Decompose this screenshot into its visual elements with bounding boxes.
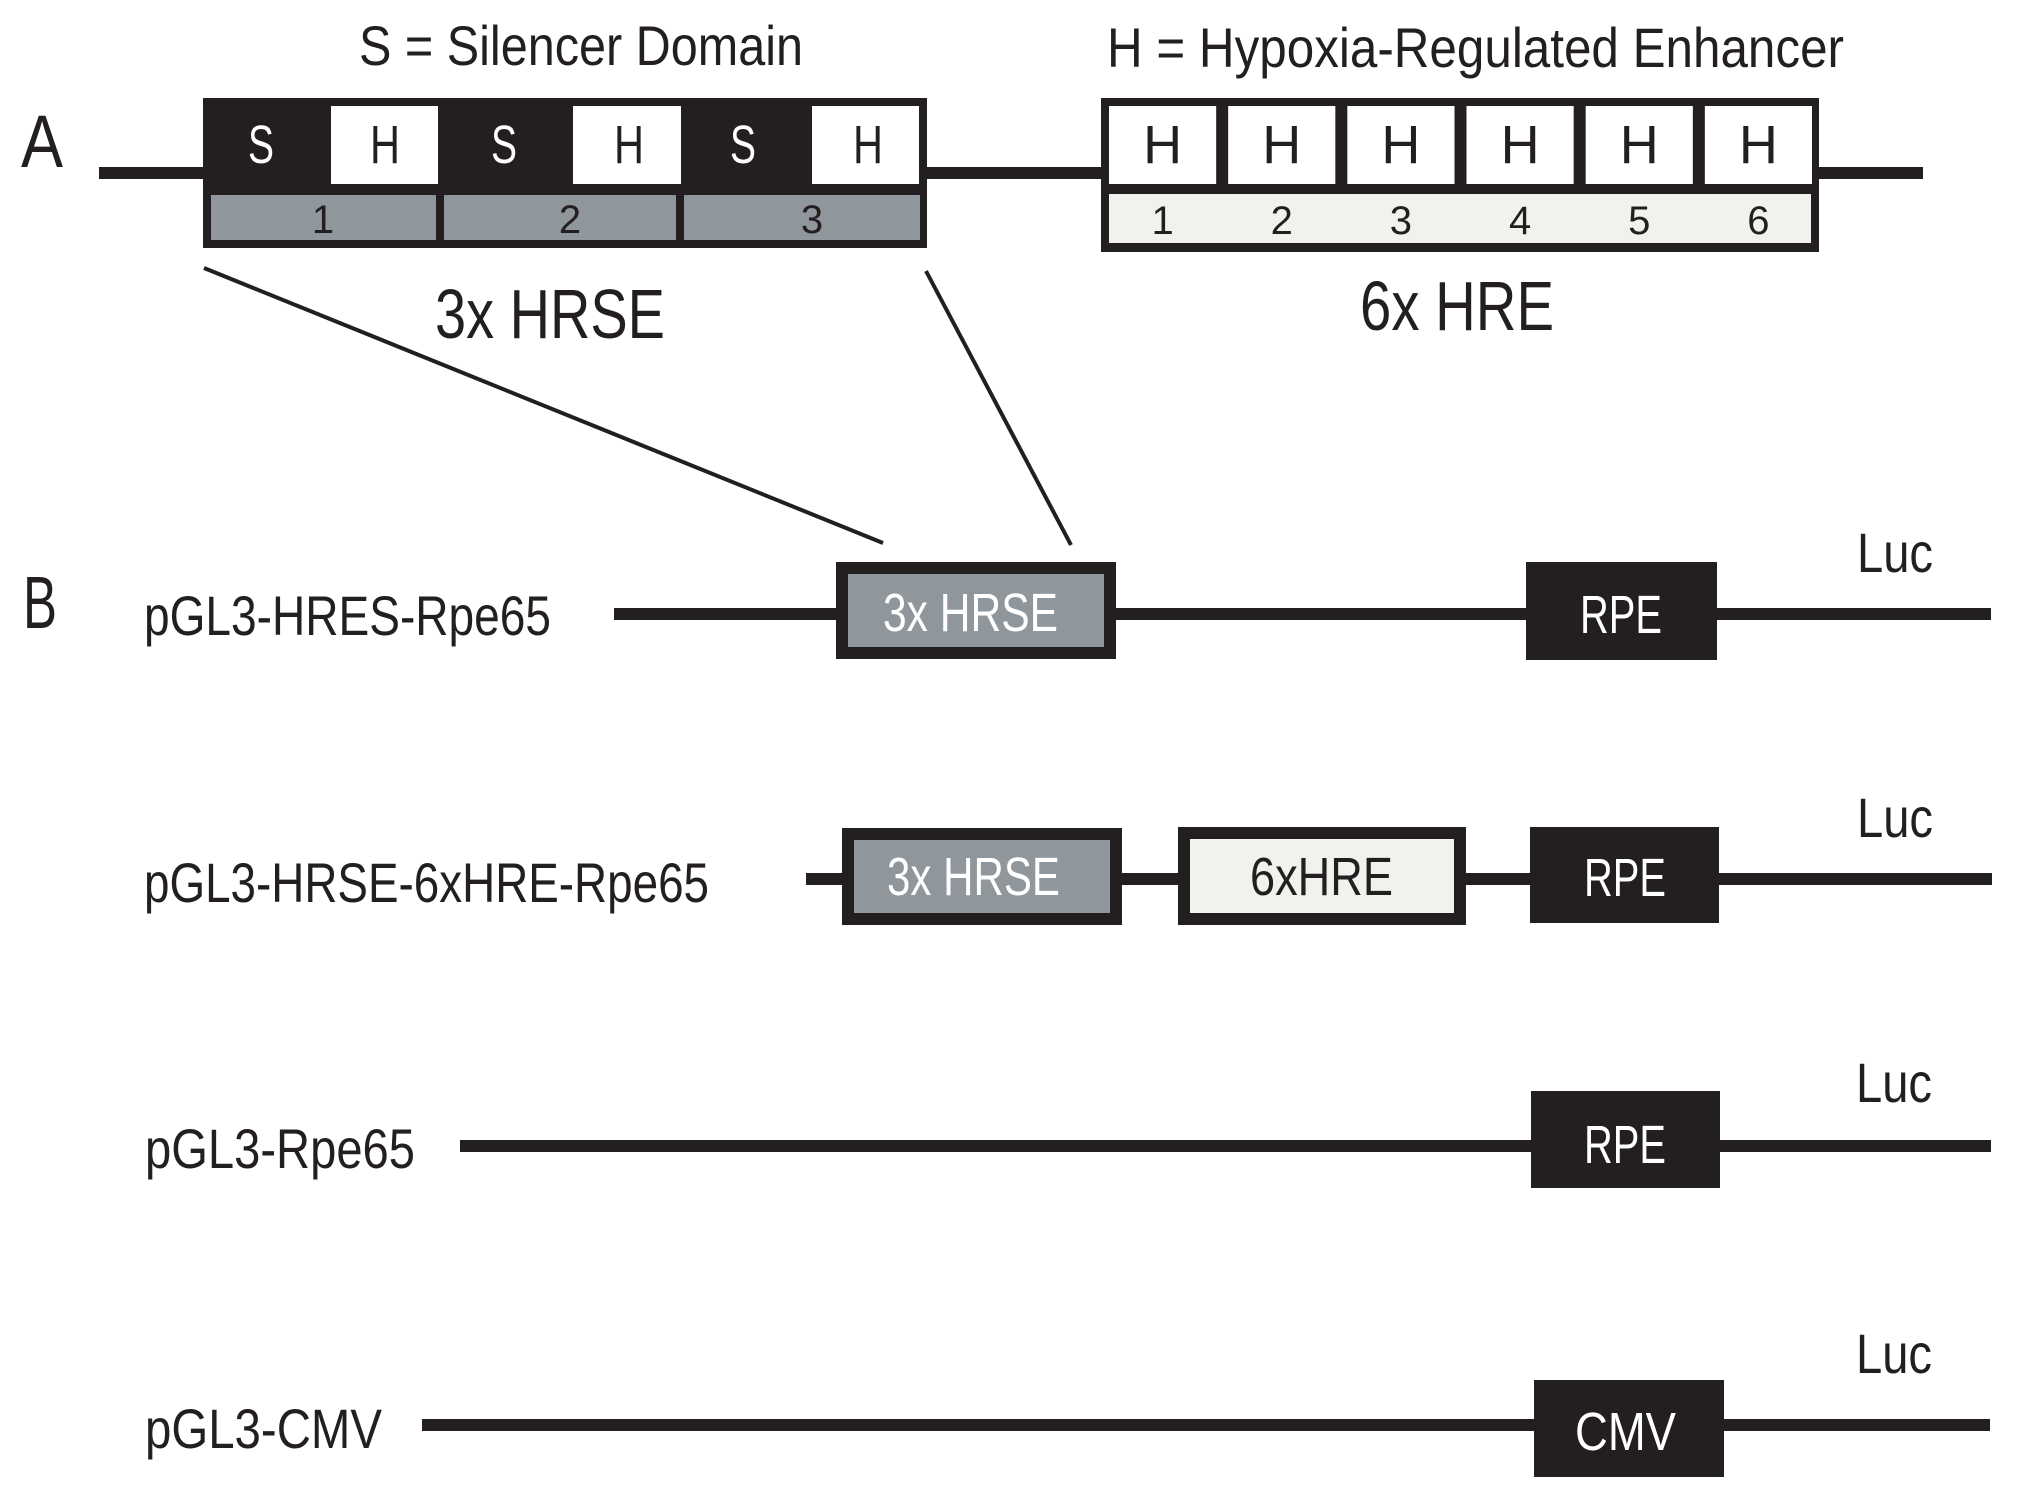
enhancer-cell [1109, 106, 1217, 184]
rpe-promoter-label: RPE [1584, 1115, 1666, 1175]
hrse-element-box [842, 828, 1122, 925]
hre-number: 6 [1747, 199, 1769, 243]
legend-enhancer: H = Hypoxia-Regulated Enhancer [1107, 16, 1844, 79]
enhancer-label: H [853, 115, 883, 175]
enhancer-label: H [1262, 115, 1301, 175]
luc-reporter-label: Luc [1857, 521, 1933, 584]
construct-name: pGL3-Rpe65 [145, 1117, 415, 1180]
hre-number: 5 [1628, 199, 1650, 243]
enhancer-cell [812, 106, 919, 184]
luc-reporter-label: Luc [1856, 1051, 1932, 1114]
enhancer-label: H [1501, 115, 1540, 175]
hre-element-box [1178, 827, 1466, 925]
legend-silencer: S = Silencer Domain [359, 14, 803, 77]
hre-detail-box: H 1 H 2 H 3 H 4 H 5 H 6 [1101, 98, 1819, 252]
panel-b: B pGL3-HRES-Rpe65 3x HRSE RPE Luc pGL3-H… [23, 521, 1992, 1477]
panel-b-letter: B [23, 561, 57, 644]
enhancer-label: H [614, 115, 644, 175]
luc-reporter-label: Luc [1857, 786, 1933, 849]
hrse-element-box [836, 562, 1116, 659]
hrse-number-cell [211, 195, 436, 240]
backbone-a-right [1815, 167, 1923, 179]
construct-backbone [614, 608, 1991, 620]
connector-line-right [924, 270, 1073, 546]
connector-line-left [203, 266, 884, 545]
panel-a: A S = Silencer Domain H = Hypoxia-Regula… [21, 14, 1923, 546]
hre-number: 3 [1390, 199, 1412, 243]
hrse-number-cell [444, 195, 676, 240]
hre-number: 4 [1509, 199, 1531, 243]
construct-name: pGL3-HRES-Rpe65 [144, 584, 551, 647]
rpe-promoter-box [1526, 562, 1717, 660]
cmv-promoter-label: CMV [1575, 1402, 1676, 1462]
construct-row: pGL3-CMV CMV Luc [145, 1322, 1990, 1477]
hrse-number: 2 [559, 198, 581, 242]
rpe-promoter-box [1531, 1091, 1720, 1188]
cmv-promoter-box [1534, 1380, 1724, 1477]
hre-number: 1 [1151, 199, 1173, 243]
enhancer-label: H [1143, 115, 1182, 175]
hrse-group-label: 3x HRSE [435, 275, 665, 353]
construct-backbone [422, 1419, 1990, 1431]
rpe-promoter-box [1530, 827, 1719, 923]
construct-row: pGL3-HRES-Rpe65 3x HRSE RPE Luc [144, 521, 1991, 660]
hrse-number: 1 [312, 198, 334, 242]
hrse-element-label: 3x HRSE [887, 847, 1060, 907]
rpe-promoter-label: RPE [1580, 585, 1662, 645]
hrse-number-cell [684, 195, 920, 240]
backbone-a-left [99, 167, 209, 179]
enhancer-label: H [1620, 115, 1659, 175]
enhancer-label: H [370, 115, 400, 175]
enhancer-cell [1228, 106, 1336, 184]
luc-reporter-label: Luc [1856, 1322, 1932, 1385]
construct-name: pGL3-CMV [145, 1397, 383, 1460]
enhancer-cell [1466, 106, 1574, 184]
hre-element-label: 6xHRE [1250, 847, 1393, 907]
construct-backbone [460, 1140, 1991, 1152]
enhancer-label: H [1739, 115, 1778, 175]
silencer-label: S [730, 115, 756, 175]
enhancer-cell [1585, 106, 1693, 184]
hre-number-strip [1109, 194, 1811, 243]
enhancer-label: H [1381, 115, 1420, 175]
enhancer-cell [1704, 106, 1812, 184]
hrse-detail-box: S H 1 S H 2 S H 3 [203, 98, 927, 248]
hre-group-label: 6x HRE [1360, 267, 1554, 345]
backbone-a-middle [922, 167, 1107, 179]
enhancer-cell [1347, 106, 1455, 184]
construct-row: pGL3-HRSE-6xHRE-Rpe65 3x HRSE 6xHRE RPE … [144, 786, 1992, 925]
hrse-number: 3 [801, 198, 823, 242]
silencer-label: S [248, 115, 274, 175]
construct-row: pGL3-Rpe65 RPE Luc [145, 1051, 1991, 1188]
panel-a-letter: A [21, 100, 64, 183]
construct-name: pGL3-HRSE-6xHRE-Rpe65 [144, 851, 709, 914]
enhancer-cell [573, 106, 681, 184]
hrse-element-label: 3x HRSE [883, 583, 1058, 643]
silencer-label: S [491, 115, 517, 175]
rpe-promoter-label: RPE [1584, 848, 1666, 908]
hre-number: 2 [1271, 199, 1293, 243]
enhancer-cell [331, 106, 438, 184]
